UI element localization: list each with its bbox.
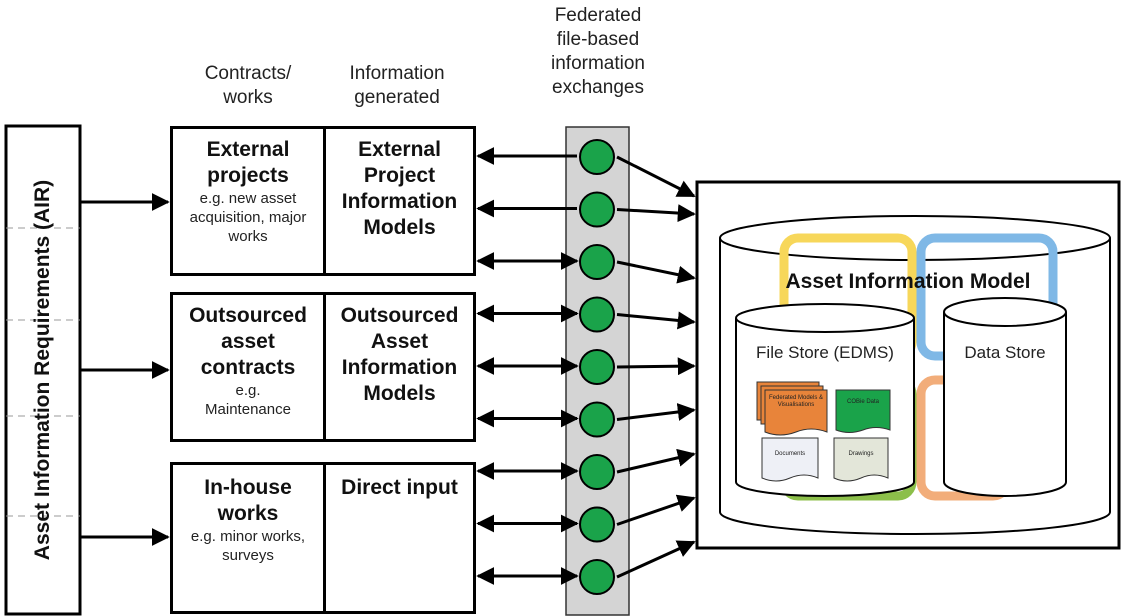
exchange-arrow-right bbox=[616, 540, 696, 579]
exchange-arrow-right bbox=[616, 494, 696, 526]
left-arrows bbox=[476, 147, 579, 585]
row-divider bbox=[323, 465, 326, 611]
header-information: Information generated bbox=[349, 63, 445, 108]
exchange-nodes bbox=[579, 139, 615, 595]
header-federated: Federated file-based information exchang… bbox=[551, 5, 645, 98]
exchange-node bbox=[579, 454, 615, 490]
header-contracts: Contracts/ works bbox=[204, 63, 292, 108]
data-store-cylinder bbox=[943, 297, 1067, 497]
doc-cobie-label: COBie Data bbox=[846, 399, 879, 405]
exchange-node bbox=[579, 139, 615, 175]
data-store-label: Data Store bbox=[964, 343, 1046, 362]
contract-title: Outsourced asset contracts bbox=[189, 304, 307, 379]
doc-federated-label: Federated Models & Visualisations bbox=[768, 395, 824, 408]
doc-documents-label: Documents bbox=[774, 451, 806, 457]
exchange-node bbox=[579, 244, 615, 280]
exchange-node bbox=[579, 349, 615, 385]
contract-desc: e.g. new asset acquisition, major works bbox=[189, 190, 307, 245]
info-cell: Outsourced Asset Information Models bbox=[326, 303, 473, 407]
contract-cell: In-house works e.g. minor works, surveys bbox=[173, 475, 323, 565]
contract-cell: Outsourced asset contracts e.g. Maintena… bbox=[173, 303, 323, 419]
exchange-arrow-right bbox=[616, 204, 696, 223]
air-box bbox=[4, 124, 82, 616]
exchange-node bbox=[579, 401, 615, 438]
doc-documents-icon bbox=[761, 437, 819, 482]
exchange-arrow-right bbox=[616, 260, 696, 284]
air-label: Asset Information Requirements (AIR) bbox=[31, 179, 54, 561]
doc-drawings-label: Drawings bbox=[848, 451, 874, 457]
exchange-node bbox=[579, 559, 615, 595]
exchange-arrow-right bbox=[616, 403, 696, 421]
exchange-arrow-right bbox=[616, 155, 696, 198]
info-text: External Project Information Models bbox=[341, 138, 458, 239]
air-label-container: Asset Information Requirements (AIR) bbox=[6, 126, 80, 614]
info-cell: Direct input bbox=[326, 475, 473, 501]
info-text: Direct input bbox=[341, 476, 458, 499]
row-divider bbox=[323, 129, 326, 273]
aim-title: Asset Information Model bbox=[785, 270, 1031, 293]
exchange-node bbox=[579, 506, 615, 543]
row-in-house: In-house works e.g. minor works, surveys… bbox=[170, 462, 476, 614]
exchange-node bbox=[579, 296, 615, 333]
doc-cobie-icon bbox=[835, 389, 891, 433]
file-store-label: File Store (EDMS) bbox=[756, 343, 894, 362]
right-arrows bbox=[616, 155, 696, 579]
info-text: Outsourced Asset Information Models bbox=[340, 304, 459, 405]
row-external-projects: External projects e.g. new asset acquisi… bbox=[170, 126, 476, 276]
exchange-node bbox=[579, 191, 615, 228]
contract-desc: e.g. minor works, surveys bbox=[190, 528, 306, 564]
doc-federated-icon bbox=[756, 381, 828, 436]
exchange-arrow-right bbox=[616, 357, 696, 376]
row-outsourced: Outsourced asset contracts e.g. Maintena… bbox=[170, 292, 476, 442]
contract-title: External projects bbox=[206, 138, 290, 187]
contract-cell: External projects e.g. new asset acquisi… bbox=[173, 137, 323, 246]
exchange-arrow-right bbox=[616, 448, 696, 474]
info-cell: External Project Information Models bbox=[326, 137, 473, 241]
contract-desc: e.g. Maintenance bbox=[205, 382, 291, 418]
exchange-arrow-right bbox=[616, 311, 696, 330]
contract-title: In-house works bbox=[204, 476, 292, 525]
doc-drawings-icon bbox=[833, 437, 889, 482]
row-divider bbox=[323, 295, 326, 439]
